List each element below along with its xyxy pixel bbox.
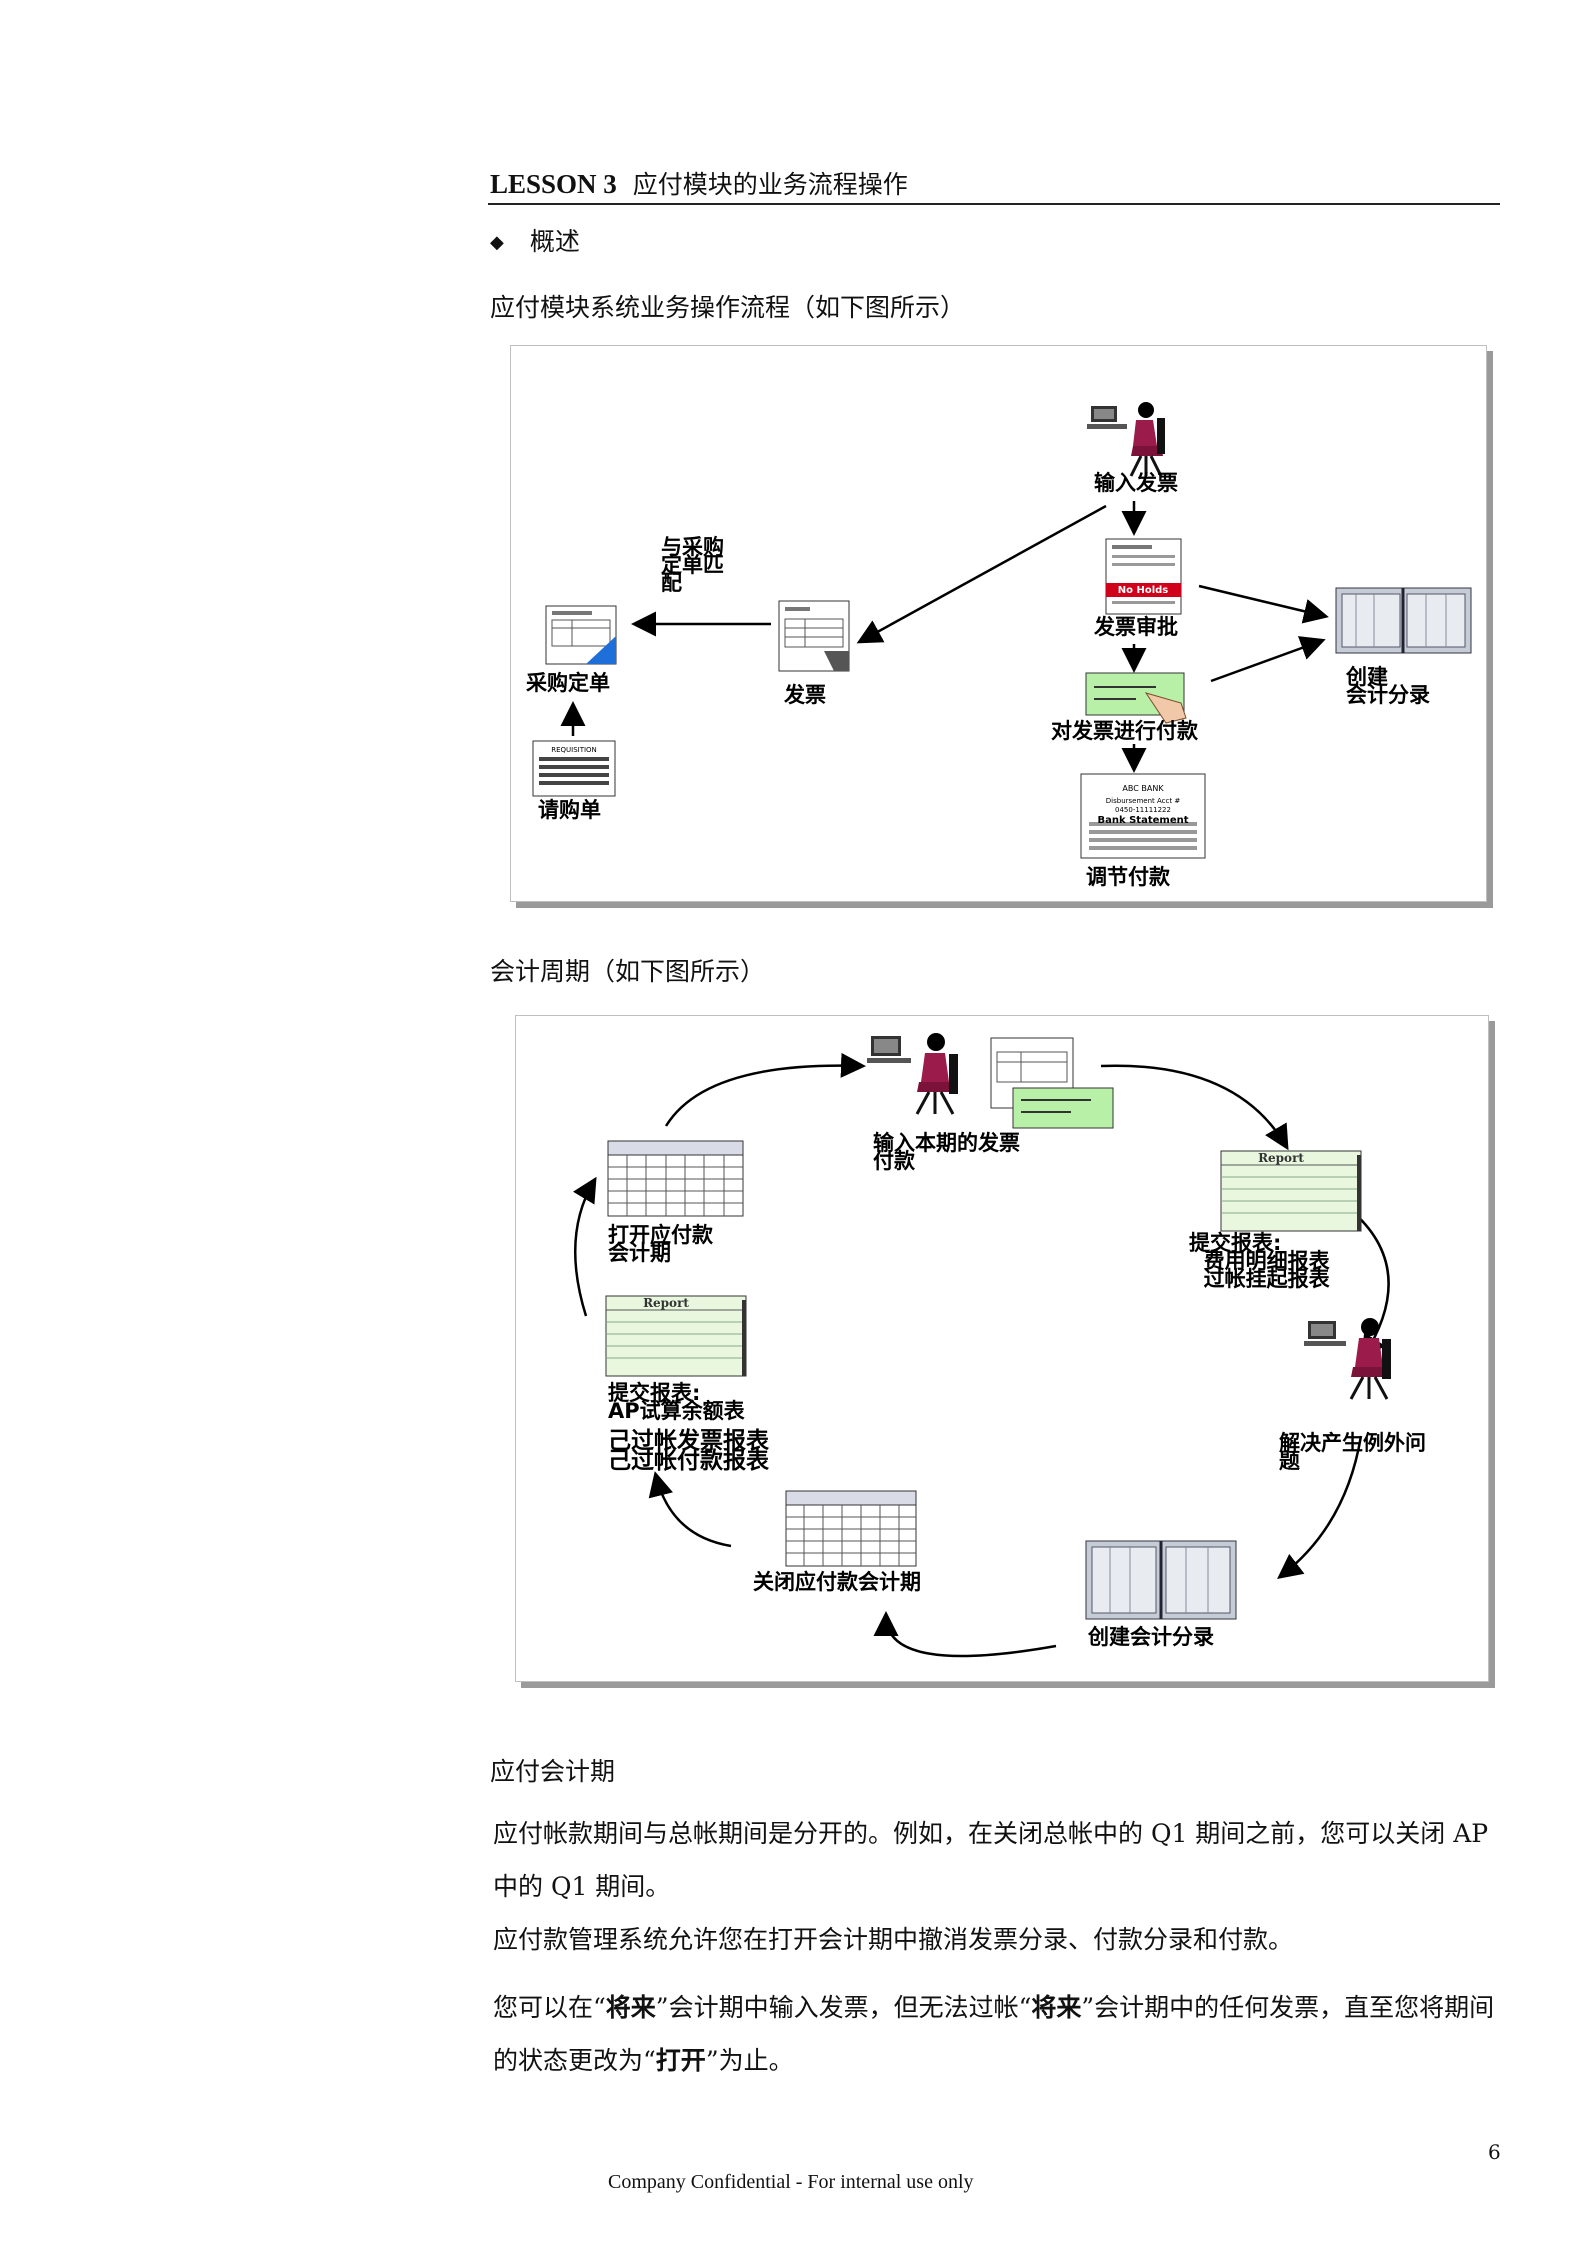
clerk-at-computer-icon [1087, 402, 1165, 477]
p3-bold-open: 打开 [655, 2046, 706, 2075]
p3-text-4: ”为止。 [705, 2046, 794, 2075]
invoice-doc-icon [778, 600, 850, 672]
label-create-accounting: 创建 会计分录 [1346, 665, 1430, 707]
requisition-doc-icon [532, 740, 616, 797]
ap-flow-graphics: No Holds ABC BANK Disbursement Acct # 04… [532, 402, 1472, 859]
ledger-book-icon [1335, 587, 1472, 654]
heading-rule [488, 203, 1500, 205]
accounting-cycle-graphics: Report [572, 1033, 1391, 1658]
bank-statement-doc-icon [1080, 773, 1206, 859]
report-title-top: Report [1258, 1151, 1304, 1165]
arrow-resolve-to-accounting [1277, 1435, 1363, 1580]
label-enter-invoice: 输入发票 [1094, 471, 1178, 495]
label-purchase-order: 采购定单 [526, 671, 610, 695]
report-title-left: Report [643, 1296, 689, 1310]
section-title-accounting-cycle: 会计周期（如下图所示） [490, 957, 766, 986]
diamond-bullet-icon: ◆ [490, 232, 504, 253]
arrow-accounting-to-close [873, 1611, 1057, 1658]
label-close-period: 关闭应付款会计期 [753, 1570, 921, 1594]
lesson-number: LESSON 3 [490, 169, 617, 199]
overview-label: 概述 [529, 227, 580, 256]
label-submit-reports-1: 提交报表: 费用明细报表 过帐挂起报表 [1189, 1231, 1330, 1291]
payment-check-icon [1085, 672, 1187, 724]
section-title-ap-flow: 应付模块系统业务操作流程（如下图所示） [490, 293, 966, 322]
arrow-enter-to-invoice [856, 504, 1107, 644]
label-posted-reports: 己过帐发票报表 己过帐付款报表 [608, 1428, 769, 1474]
label-requisition: 请购单 [538, 798, 601, 822]
p3-text-2: ”会计期中输入发票，但无法过帐“ [655, 1993, 1032, 2022]
arrow-reports-to-resolve [1345, 1205, 1390, 1361]
report-doc-icon-left [605, 1295, 747, 1377]
requisition-header-text: REQUISITION [551, 746, 597, 754]
p3-text-3: ”会计期中的任何发票，直至您将期间的状态更改为“ [493, 1993, 1495, 2075]
calendar-grid-icon-left [607, 1140, 744, 1217]
paragraph-reverse-entries: 应付款管理系统允许您在打开会计期中撤消发票分录、付款分录和付款。 [493, 1925, 1294, 1954]
paragraph-period-separation: 应付帐款期间与总帐期间是分开的。例如，在关闭总帐中的 Q1 期间之前，您可以关闭… [493, 1819, 1489, 1901]
overview-bullet: ◆ 概述 [490, 222, 580, 258]
label-open-period: 打开应付款 会计期 [608, 1223, 713, 1265]
label-submit-reports-2: 提交报表: AP试算余额表 [608, 1381, 745, 1423]
bank-name-text: ABC BANK [1122, 784, 1164, 793]
label-enter-period: 输入本期的发票 付款 [873, 1131, 1020, 1173]
label-create-accounting-2: 创建会计分录 [1088, 1625, 1214, 1649]
arrow-pay-to-accounting [1210, 636, 1326, 683]
calendar-grid-icon [785, 1490, 917, 1567]
arrow-enter-to-reports [1100, 1064, 1289, 1151]
clerk-at-computer-icon [867, 1033, 958, 1115]
p3-text-1: 您可以在“ [493, 1993, 606, 2022]
arrow-close-to-reports [648, 1471, 732, 1548]
p3-bold-future-2: 将来 [1031, 1993, 1082, 2022]
report-doc-icon [1220, 1150, 1362, 1232]
ap-flow-diagram: No Holds ABC BANK Disbursement Acct # 04… [510, 345, 1487, 902]
label-resolve-exceptions: 解决产生例外问 题 [1279, 1431, 1426, 1473]
clerk-at-computer-icon-right [1304, 1318, 1391, 1400]
no-holds-stamp: No Holds [1118, 585, 1169, 596]
lesson-title: 应付模块的业务流程操作 [632, 170, 908, 199]
ledger-book-icon [1085, 1540, 1237, 1620]
invoice-and-check-icon [990, 1037, 1114, 1129]
bank-account-text: Disbursement Acct # [1106, 797, 1181, 805]
confidential-footer: Company Confidential - For internal use … [608, 2171, 974, 2193]
label-reconcile-payment: 调节付款 [1086, 865, 1170, 889]
section-title-ap-period: 应付会计期 [490, 1757, 616, 1786]
arrow-approval-to-accounting [1198, 584, 1329, 624]
lesson-heading: LESSON 3 应付模块的业务流程操作 [490, 165, 908, 201]
paragraph-future-period: 您可以在“将来”会计期中输入发票，但无法过帐“将来”会计期中的任何发票，直至您将… [493, 1981, 1503, 2087]
arrow-reports-to-open [572, 1176, 597, 1317]
label-pay-invoice: 对发票进行付款 [1051, 719, 1198, 743]
bank-statement-title: Bank Statement [1097, 815, 1188, 826]
arrow-open-to-enter [664, 1052, 866, 1127]
label-invoice: 发票 [784, 683, 826, 707]
p3-bold-future-1: 将来 [605, 1993, 656, 2022]
purchase-order-doc-icon [545, 605, 617, 665]
bank-account-number: 0450-11111222 [1115, 806, 1171, 814]
label-invoice-approval: 发票审批 [1094, 615, 1178, 639]
page-number: 6 [1488, 2140, 1501, 2164]
label-match-po: 与采购 定单匹 配 [661, 535, 724, 595]
invoice-approval-doc-icon [1105, 538, 1182, 615]
accounting-cycle-diagram: Report [515, 1015, 1489, 1682]
